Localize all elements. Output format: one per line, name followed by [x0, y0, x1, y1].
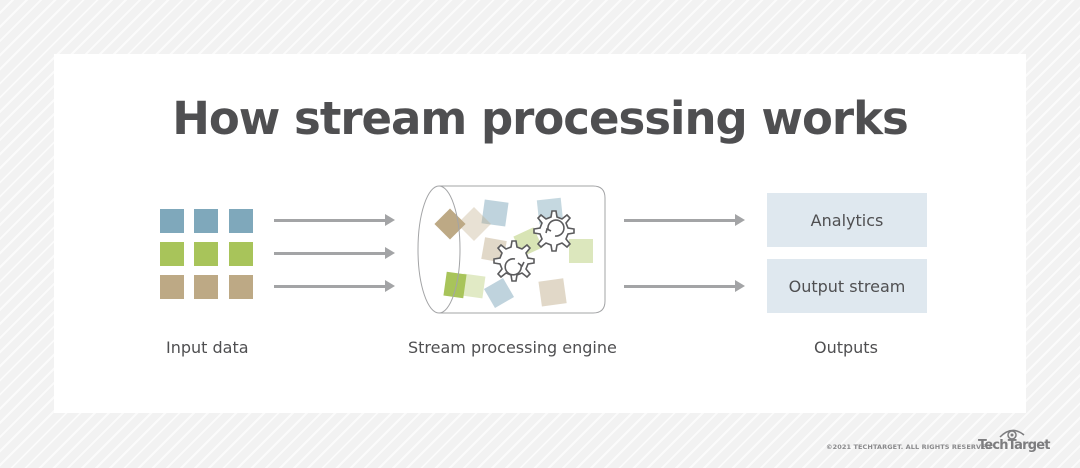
data-block-green	[229, 242, 253, 266]
data-block-green	[443, 271, 467, 299]
data-block-tan	[229, 275, 253, 299]
input-arrow	[274, 247, 395, 259]
data-block-blue	[160, 209, 184, 233]
input-data-label: Input data	[166, 338, 249, 357]
data-block-green	[160, 242, 184, 266]
data-block-blue	[229, 209, 253, 233]
diagram-panel: How stream processing works	[54, 54, 1026, 413]
refresh-icon	[504, 258, 525, 276]
data-block-green	[194, 242, 218, 266]
data-block-tan	[160, 275, 184, 299]
data-block-blue	[483, 277, 515, 309]
engine-label: Stream processing engine	[408, 338, 617, 357]
data-block-tan	[538, 278, 567, 307]
data-block-blue	[481, 199, 509, 227]
cylinder-icon	[439, 185, 606, 314]
outputs-label: Outputs	[814, 338, 878, 357]
output-analytics: Analytics	[767, 193, 927, 247]
data-block-tan	[194, 275, 218, 299]
refresh-icon	[545, 219, 565, 237]
output-stream-label: Output stream	[788, 276, 906, 296]
output-analytics-label: Analytics	[810, 210, 884, 230]
data-block-blue	[194, 209, 218, 233]
gear-icon	[533, 210, 575, 252]
output-arrow	[624, 214, 745, 226]
stream-processing-engine	[417, 185, 606, 314]
cylinder-opening	[417, 185, 461, 314]
data-block-green	[569, 239, 593, 263]
data-block-green	[460, 273, 486, 299]
techtarget-logo: TechTarget	[978, 438, 1050, 453]
output-arrow	[624, 280, 745, 292]
input-arrow	[274, 214, 395, 226]
gear-icon	[493, 240, 535, 282]
input-arrow	[274, 280, 395, 292]
data-block-tan	[434, 208, 466, 240]
copyright-notice: ©2021 TECHTARGET. ALL RIGHTS RESERVED	[826, 443, 992, 451]
output-stream: Output stream	[767, 259, 927, 313]
diagram-title: How stream processing works	[172, 92, 909, 145]
techtarget-eye-icon	[999, 429, 1025, 440]
